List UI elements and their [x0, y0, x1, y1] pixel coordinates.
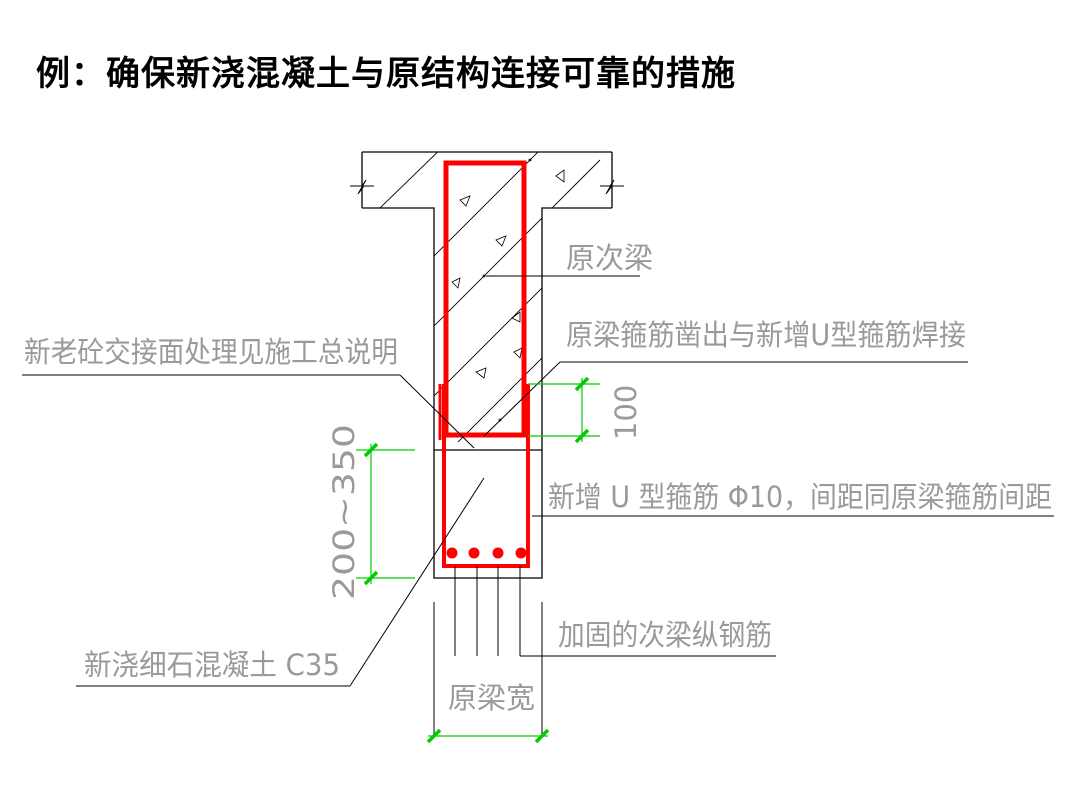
- original-slab-beam: [361, 151, 613, 442]
- page-title: 例：确保新浇混凝土与原结构连接可靠的措施: [36, 54, 736, 94]
- label-dim-100: 100: [609, 385, 643, 440]
- break-line-left: [350, 179, 374, 195]
- longitudinal-rebars: [446, 547, 527, 559]
- concrete-hatching: [379, 152, 612, 442]
- label-stirrup-weld: 原梁箍筋凿出与新增U型箍筋焊接: [566, 318, 966, 352]
- new-concrete-extension: [433, 442, 543, 579]
- break-line-right: [600, 179, 624, 195]
- aggregate-marks: [451, 158, 565, 422]
- label-interface-treatment: 新老砼交接面处理见施工总说明: [24, 335, 398, 369]
- dimension-beam-width: [426, 728, 550, 744]
- rebar-projection-lines: [433, 566, 543, 735]
- label-original-beam-width: 原梁宽: [448, 681, 535, 715]
- leader-new-concrete: [349, 477, 485, 687]
- dimension-200-350: [356, 442, 415, 586]
- label-dim-200-350: 200~350: [327, 424, 361, 600]
- leader-interface: [399, 374, 475, 449]
- label-new-u-stirrup: 新增 U 型箍筋 Φ10，间距同原梁箍筋间距: [548, 480, 1052, 514]
- leader-stirrup-weld: [483, 361, 561, 437]
- new-u-stirrup: [442, 384, 530, 568]
- label-new-concrete: 新浇细石混凝土 C35: [84, 648, 340, 682]
- original-stirrup: [438, 160, 530, 440]
- label-original-secondary-beam: 原次梁: [566, 241, 653, 275]
- label-longitudinal-rebar: 加固的次梁纵钢筋: [558, 618, 772, 652]
- dimension-100: [528, 376, 600, 444]
- leader-lines: [22, 275, 1054, 687]
